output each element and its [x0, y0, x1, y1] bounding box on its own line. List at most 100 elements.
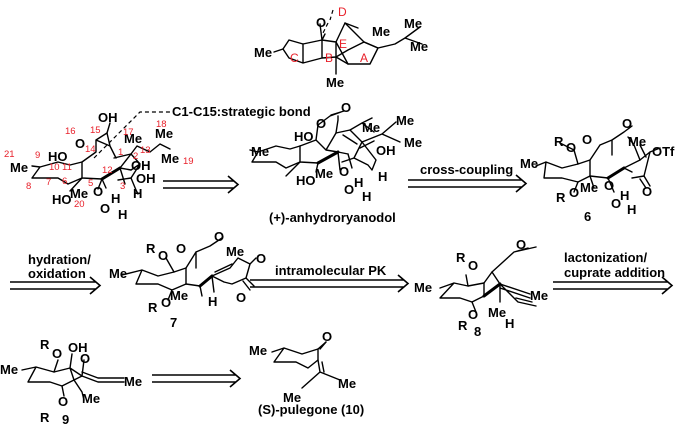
arrow-label-line1: lactonization/: [564, 250, 647, 265]
atom-h: H: [505, 316, 514, 331]
atom-number: 2: [133, 151, 138, 162]
atom-r: R: [40, 410, 50, 425]
atom-o: O: [316, 15, 326, 30]
atom-number: 7: [46, 177, 51, 188]
atom-me: Me: [10, 160, 28, 175]
atom-number: 20: [74, 199, 85, 210]
atom-number: 8: [26, 181, 31, 192]
atom-number: 11: [62, 162, 72, 173]
atom-o: O: [322, 329, 332, 344]
retro-arrow-1: [163, 175, 240, 194]
atom-number: 5: [88, 178, 93, 189]
atom-o: O: [611, 196, 621, 211]
atom-o: O: [468, 307, 478, 322]
atom-ho: HO: [294, 129, 314, 144]
atom-otf: OTf: [652, 144, 675, 159]
atom-o: O: [622, 116, 632, 131]
atom-number: 9: [35, 150, 40, 161]
atom-r: R: [458, 318, 468, 333]
ring-label-a: A: [360, 51, 368, 65]
atom-me: Me: [226, 244, 244, 259]
atom-h: H: [627, 202, 636, 217]
atom-me: Me: [109, 266, 127, 281]
atom-h: H: [208, 294, 217, 309]
atom-number: 1: [118, 147, 123, 158]
atom-number: 10: [49, 162, 60, 173]
atom-r: R: [148, 300, 158, 315]
arrow-label-line1: hydration/: [28, 252, 91, 267]
atom-h: H: [133, 186, 142, 201]
atom-oh: OH: [131, 158, 151, 173]
atom-number: 17: [123, 127, 134, 138]
atom-me: Me: [124, 374, 142, 389]
atom-me: Me: [396, 113, 414, 128]
arrow-label: intramolecular PK: [275, 263, 387, 278]
atom-me: Me: [410, 39, 428, 54]
atom-o: O: [236, 290, 246, 305]
anhydroryanodol-structure: O O HO Me Me Me Me OH H HO Me O O H H (+…: [249, 100, 422, 225]
atom-h: H: [354, 175, 363, 190]
atom-o: O: [256, 251, 266, 266]
atom-me: Me: [124, 131, 142, 146]
ring-label-d: D: [338, 5, 347, 19]
atom-o: O: [161, 295, 171, 310]
atom-me: Me: [372, 24, 390, 39]
retro-arrow-lactonization-cuprate: lactonization/ cuprate addition: [553, 250, 674, 295]
compound-7-structure: R O O O Me Me O O R O Me H 7: [109, 229, 266, 330]
atom-me: Me: [161, 151, 179, 166]
atom-h: H: [118, 207, 127, 222]
atom-me: Me: [404, 16, 422, 31]
atom-number: 13: [140, 145, 151, 156]
atom-o: O: [569, 185, 579, 200]
atom-oh: OH: [376, 143, 396, 158]
atom-o: O: [566, 140, 576, 155]
atom-me: Me: [0, 362, 18, 377]
atom-number: 3: [120, 181, 125, 192]
atom-number: 18: [156, 119, 167, 130]
atom-me: Me: [70, 186, 88, 201]
atom-o: O: [93, 184, 103, 199]
atom-number: 12: [102, 165, 113, 176]
atom-o: O: [516, 237, 526, 252]
atom-number: 14: [85, 144, 96, 155]
atom-me: Me: [249, 343, 267, 358]
atom-oh: OH: [98, 110, 118, 125]
atom-o: O: [341, 100, 351, 115]
pulegone-structure: Me O Me Me (S)-pulegone (10): [249, 329, 364, 417]
atom-me: Me: [520, 156, 538, 171]
atom-o: O: [52, 346, 62, 361]
atom-o: O: [176, 241, 186, 256]
atom-r: R: [456, 250, 466, 265]
atom-o: O: [582, 132, 592, 147]
anhydroryanodol-name: (+)-anhydroryanodol: [269, 210, 396, 225]
atom-me: Me: [170, 288, 188, 303]
atom-number: 21: [4, 149, 15, 160]
compound-label: 7: [170, 315, 177, 330]
retro-arrow-6: [152, 369, 242, 388]
atom-me: Me: [315, 166, 333, 181]
atom-me: Me: [82, 391, 100, 406]
scaffold-structure: O Me Me Me Me Me D E C B A: [254, 5, 428, 90]
atom-oh: OH: [68, 340, 88, 355]
compound-6-structure: R O O O Me Me OTf O R O Me O O H H 6: [520, 116, 675, 224]
atom-r: R: [554, 134, 564, 149]
atom-me: Me: [414, 280, 432, 295]
ring-label-c: C: [290, 51, 299, 65]
ring-label-e: E: [339, 37, 347, 51]
atom-h: H: [378, 169, 387, 184]
atom-o: O: [58, 394, 68, 409]
compound-8-structure: R O O Me Me R O Me H 8: [414, 237, 548, 339]
atom-number: 6: [62, 176, 67, 187]
atom-number: 15: [90, 125, 101, 136]
atom-o: O: [468, 258, 478, 273]
atom-number: 16: [65, 126, 76, 137]
compound-label: 8: [474, 324, 481, 339]
retro-arrow-cross-coupling: cross-coupling: [408, 162, 528, 193]
atom-ho: HO: [48, 149, 68, 164]
arrow-label-line2: cuprate addition: [564, 265, 665, 280]
atom-o: O: [75, 136, 85, 151]
atom-o: O: [339, 164, 349, 179]
atom-r: R: [40, 337, 50, 352]
atom-o: O: [642, 184, 652, 199]
